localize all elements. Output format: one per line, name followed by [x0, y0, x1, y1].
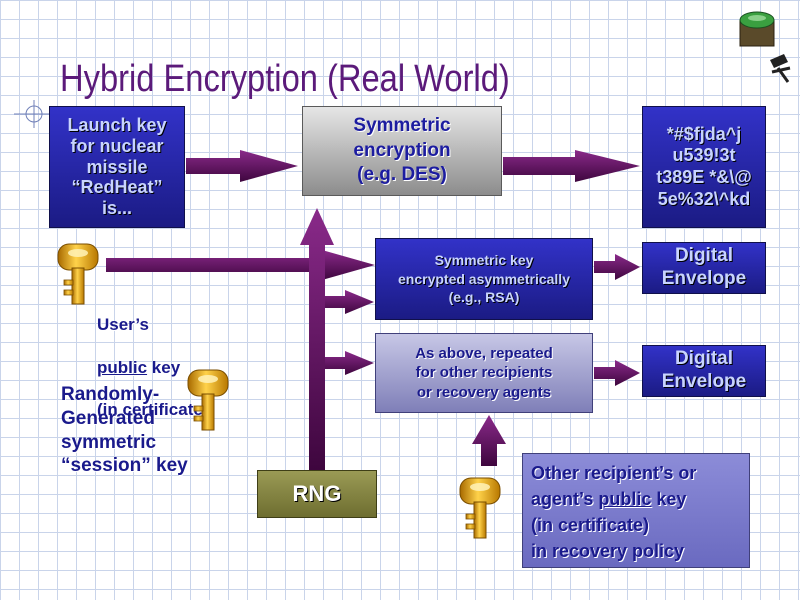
arrow-plaintext-to-encryption	[186, 150, 298, 182]
other-recipient-line4: in recovery policy	[531, 541, 685, 562]
symmetric-key-box: Symmetric key encrypted asymmetrically (…	[375, 238, 593, 320]
other-recipient-line3: (in certificate)	[531, 515, 650, 536]
slide-title: Hybrid Encryption (Real World)	[60, 58, 510, 100]
other-recipient-line2: agent’s public key	[531, 489, 687, 510]
plaintext-box: Launch key for nuclear missile “RedHeat”…	[49, 106, 185, 228]
arrow-encryption-to-ciphertext	[503, 150, 640, 182]
arrow-rng-to-encryption	[300, 208, 334, 470]
repeat-box: As above, repeated for other recipients …	[375, 333, 593, 413]
ciphertext-box: *#$fjda^j u539!3t t389E *&\@ 5e%32\^kd	[642, 106, 766, 228]
users-public-key-label: User’s public key (in certificate)	[97, 315, 209, 420]
arrow-trunk-to-symkey	[325, 290, 374, 314]
arrow-repeat-to-envelope	[594, 360, 640, 386]
arrow-otherkey-to-repeat	[472, 415, 506, 466]
public-word: public	[97, 357, 148, 377]
digital-envelope-2: Digital Envelope	[642, 345, 766, 397]
session-key-label: Randomly- Generated symmetric “session” …	[61, 384, 188, 477]
rng-box: RNG	[257, 470, 377, 518]
public-word: public	[598, 489, 652, 510]
other-recipient-key-box: Other recipient’s or agent’s public key …	[522, 453, 750, 568]
arrow-symkey-to-envelope	[594, 254, 640, 280]
arrow-userkey-to-symkey	[106, 250, 375, 280]
digital-envelope-1: Digital Envelope	[642, 242, 766, 294]
symmetric-encryption-box: Symmetric encryption (e.g. DES)	[302, 106, 502, 196]
arrow-trunk-to-repeat	[325, 351, 374, 375]
other-recipient-line1: Other recipient’s or	[531, 463, 697, 483]
